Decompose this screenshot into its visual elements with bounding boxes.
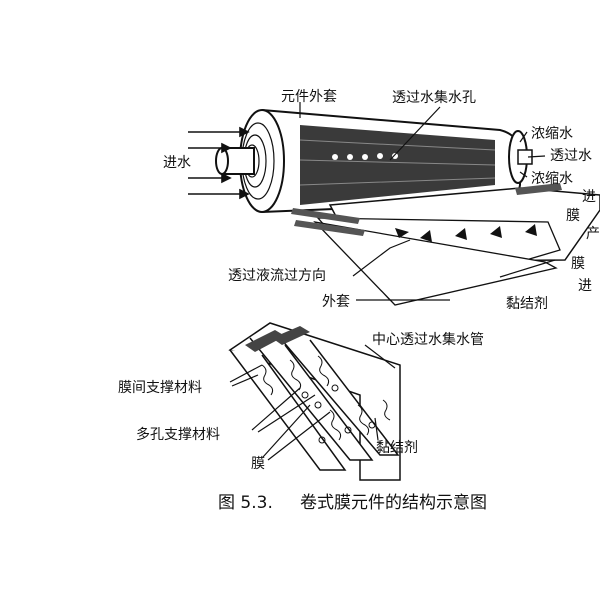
- label-permeate-flow-dir: 透过液流过方向: [228, 268, 326, 284]
- leader-lines-top: [299, 102, 556, 301]
- label-concentrate-2: 浓缩水: [531, 171, 573, 187]
- leader-lines-bottom: [229, 344, 396, 461]
- labels: 元件外套 透过水集水孔 进水 浓缩水 透过水 浓缩水 进 膜 产 透过液流过方向…: [118, 89, 600, 472]
- caption-title: 卷式膜元件的结构示意图: [300, 493, 487, 513]
- label-product-cut: 产: [586, 226, 600, 242]
- label-membrane-top: 膜: [566, 208, 580, 224]
- label-permeate-out: 透过水: [550, 148, 592, 164]
- figure-caption: 图 5.3. 卷式膜元件的结构示意图: [218, 493, 487, 513]
- label-membrane-right: 膜: [571, 256, 585, 272]
- label-outer-sleeve: 外套: [322, 294, 350, 310]
- label-adhesive-top: 黏结剂: [506, 296, 548, 312]
- permeate-collection-holes: [332, 153, 398, 160]
- label-membrane-bottom: 膜: [251, 456, 265, 472]
- unrolled-membrane-leaves: [291, 183, 600, 306]
- label-porous-support: 多孔支撑材料: [136, 426, 220, 443]
- label-feed-in: 进水: [163, 155, 191, 171]
- label-feed-cut: 进: [582, 189, 596, 205]
- label-housing: 元件外套: [281, 89, 337, 105]
- label-spacer: 膜间支撑材料: [118, 380, 202, 396]
- membrane-element-cylinder: [215, 109, 533, 213]
- feed-arrows: [188, 126, 250, 200]
- cross-section-detail: [228, 322, 401, 481]
- label-center-tube: 中心透过水集水管: [372, 331, 484, 348]
- label-adhesive-bottom: 黏结剂: [376, 440, 418, 456]
- label-permeate-hole: 透过水集水孔: [392, 89, 476, 106]
- caption-number: 图 5.3.: [218, 493, 273, 513]
- label-concentrate-1: 浓缩水: [531, 126, 573, 142]
- label-feed-cut-2: 进: [578, 278, 592, 294]
